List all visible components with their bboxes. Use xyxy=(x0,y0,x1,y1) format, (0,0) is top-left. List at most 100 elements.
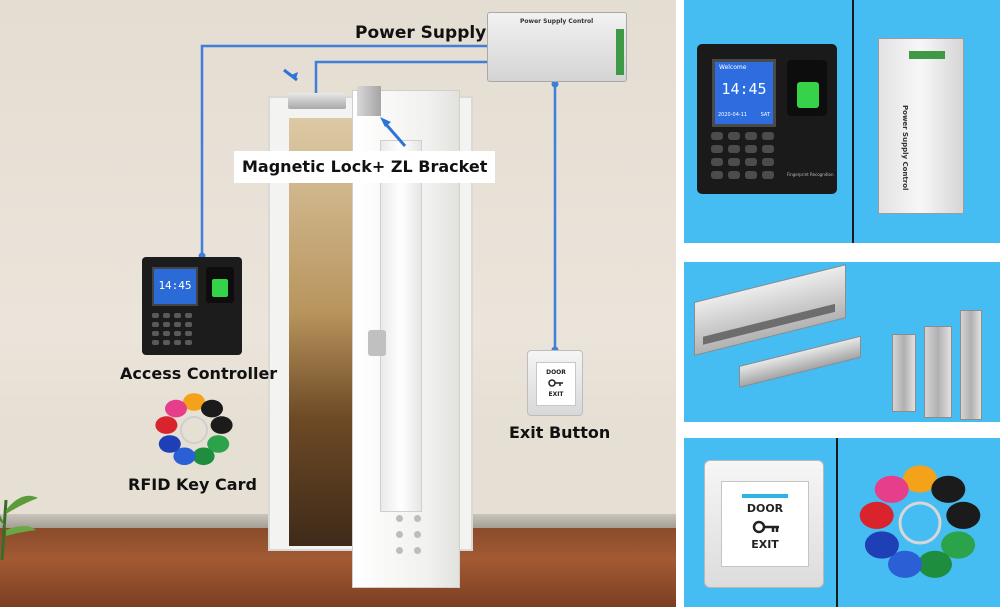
psu-title: Power Supply Control xyxy=(520,18,594,25)
keypad-key xyxy=(745,171,757,179)
fingerprint-sensor xyxy=(206,267,234,303)
keypad-key xyxy=(152,322,159,327)
keypad-key xyxy=(152,340,159,345)
controller-date: 2020-04-11 xyxy=(718,112,748,118)
keypad-key xyxy=(745,132,757,140)
keypad-key xyxy=(163,313,170,318)
controller-welcome: Welcome xyxy=(719,64,747,71)
z-bracket xyxy=(924,326,952,418)
installation-scene: Power Supply Control 14:45 DOOR xyxy=(0,0,676,607)
exit-button-face: DOOR EXIT xyxy=(536,362,576,406)
keypad-key xyxy=(163,331,170,336)
u-bracket xyxy=(960,310,982,420)
power-supply-unit: Power Supply Control xyxy=(487,12,627,82)
armature-plate xyxy=(739,335,861,388)
rfid-fob xyxy=(210,416,233,434)
keypad-key xyxy=(185,313,192,318)
keypad-key xyxy=(163,340,170,345)
rfid-cards xyxy=(155,393,233,466)
fingerprint-window xyxy=(212,279,228,297)
keypad-key xyxy=(174,340,181,345)
rfid-fob xyxy=(918,550,952,578)
keypad-key xyxy=(152,313,159,318)
keypad-key xyxy=(711,171,723,179)
rfid-cards-closeup xyxy=(859,465,981,578)
keypad-key xyxy=(174,331,181,336)
panel-divider xyxy=(852,0,854,243)
keypad-key xyxy=(745,145,757,153)
rfid-fob xyxy=(941,531,976,559)
wire-node xyxy=(551,80,559,88)
door-vent xyxy=(396,531,403,538)
rfid-fob xyxy=(207,435,230,453)
zl-bracket xyxy=(357,86,381,116)
keypad-key xyxy=(762,132,774,140)
lock-face xyxy=(703,303,835,345)
rfid-fob xyxy=(165,399,187,418)
door-vent xyxy=(396,515,403,522)
label-power-supply: Power Supply xyxy=(355,23,487,43)
rfid-fob xyxy=(192,447,215,466)
power-supply-closeup: Power Supply Control xyxy=(878,38,964,214)
rfid-fob xyxy=(201,399,223,418)
rfid-fob xyxy=(946,501,981,529)
keypad-key xyxy=(762,158,774,166)
keypad-key xyxy=(728,132,740,140)
fingerprint-window xyxy=(797,82,819,108)
controller-screen: Welcome 14:45 2020-04-11 SAT xyxy=(712,59,776,127)
rfid-fob xyxy=(888,550,922,578)
door-vent xyxy=(414,547,421,554)
rfid-fob xyxy=(859,501,894,529)
keypad-key xyxy=(762,145,774,153)
arrow-icon xyxy=(283,68,298,82)
label-access-controller: Access Controller xyxy=(120,364,278,383)
psu-title: Power Supply Control xyxy=(901,105,909,191)
exit-button-closeup: DOOR EXIT xyxy=(704,460,824,588)
wire-lock xyxy=(314,60,487,93)
keypad-key xyxy=(185,340,192,345)
keypad-key xyxy=(185,322,192,327)
rfid-fob xyxy=(864,531,899,559)
product-panel-controller-psu: Welcome 14:45 2020-04-11 SAT Fingerprint… xyxy=(684,0,1000,243)
door-vent xyxy=(414,531,421,538)
label-magnetic-lock: Magnetic Lock+ ZL Bracket xyxy=(234,151,496,183)
psu-terminals xyxy=(616,29,624,75)
exit-text-exit: EXIT xyxy=(751,538,779,551)
panel-divider xyxy=(836,438,838,607)
rfid-fob xyxy=(931,475,966,503)
arrow-icon xyxy=(380,117,407,147)
l-bracket xyxy=(892,334,916,412)
keypad-key xyxy=(728,158,740,166)
exit-text-door: DOOR xyxy=(746,502,784,515)
psu-terminals xyxy=(909,51,945,59)
door-vent xyxy=(414,515,421,522)
keypad-key xyxy=(185,331,192,336)
keypad-key xyxy=(762,171,774,179)
plant-icon xyxy=(0,495,38,560)
keypad xyxy=(711,132,774,179)
controller-time: 14:45 xyxy=(158,279,192,292)
label-rfid-key-card: RFID Key Card xyxy=(128,475,257,494)
access-controller-device: 14:45 xyxy=(142,257,242,355)
product-panel-exit-cards: DOOR EXIT xyxy=(684,438,1000,607)
controller-time: 14:45 xyxy=(721,80,767,98)
exit-indicator-bar xyxy=(742,494,788,498)
door-glass xyxy=(380,140,422,512)
rfid-fob xyxy=(903,465,937,493)
magnetic-lock-closeup xyxy=(694,264,846,356)
door-handle xyxy=(368,330,386,356)
exit-text-door: DOOR xyxy=(546,369,566,376)
fingerprint-label: Fingerprint Recognition xyxy=(787,172,834,177)
controller-day: SAT xyxy=(760,112,770,118)
wire-controller xyxy=(200,44,487,258)
keypad-key xyxy=(711,145,723,153)
rfid-fob xyxy=(183,393,205,411)
hallway-view xyxy=(289,118,359,546)
door-vent xyxy=(396,547,403,554)
keypad-key xyxy=(163,322,170,327)
access-controller-closeup: Welcome 14:45 2020-04-11 SAT Fingerprint… xyxy=(697,44,837,194)
rfid-fob xyxy=(173,447,196,466)
rfid-fob xyxy=(874,475,909,503)
keypad-key xyxy=(174,322,181,327)
keypad-key xyxy=(711,132,723,140)
